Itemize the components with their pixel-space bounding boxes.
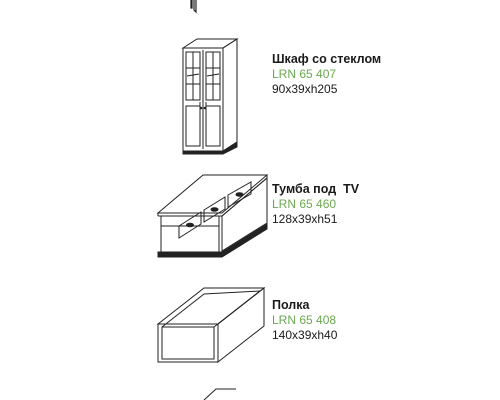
item-name: Тумба под TV	[272, 182, 360, 196]
item-name: Шкаф со стеклом	[272, 52, 382, 66]
item-info-tv-stand: Тумба под TV LRN 65 460 128x39xh51	[272, 182, 359, 227]
glass-cabinet-icon	[181, 38, 239, 155]
item-code: LRN 65 408	[272, 313, 337, 327]
item-name: Полка	[272, 298, 310, 312]
item-dimensions: 128x39xh51	[272, 212, 338, 226]
item-dimensions: 90x39xh205	[272, 82, 338, 96]
item-dimensions: 140x39xh40	[272, 328, 338, 342]
tv-stand-icon	[156, 174, 269, 258]
item-info-glass-cabinet: Шкаф со стеклом LRN 65 407 90x39xh205	[272, 52, 381, 97]
item-code: LRN 65 460	[272, 197, 337, 211]
partial-item-bottom-icon	[203, 388, 236, 400]
item-code: LRN 65 407	[272, 67, 337, 81]
item-info-wall-shelf: Полка LRN 65 408 140x39xh40	[272, 298, 337, 343]
partial-item-top-icon	[190, 0, 197, 14]
wall-shelf-icon	[156, 286, 266, 364]
